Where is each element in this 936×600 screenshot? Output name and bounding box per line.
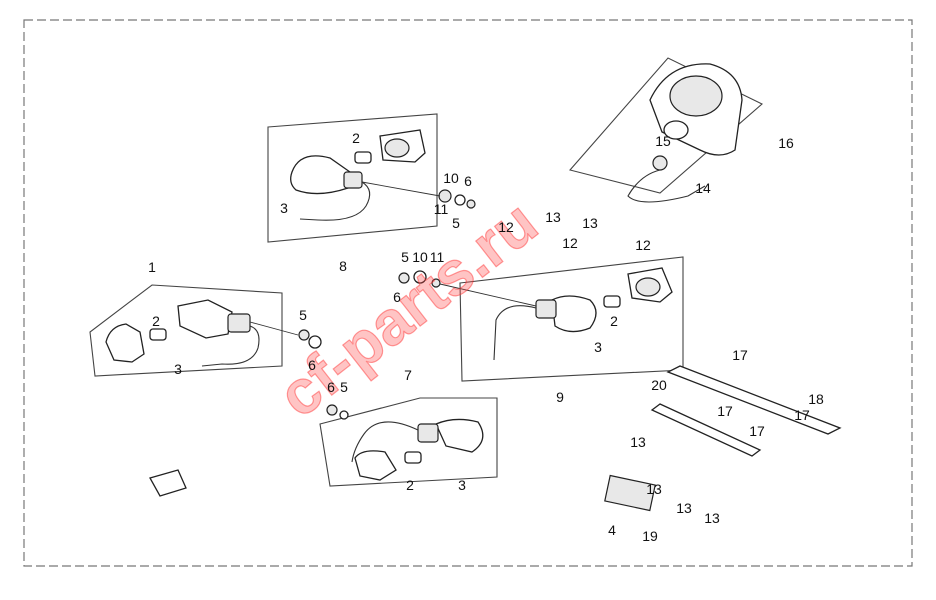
callout-2: 2 [152,313,160,329]
callout-13: 13 [646,481,662,497]
callout-17: 17 [749,423,765,439]
callout-3: 3 [280,200,288,216]
callout-13: 13 [704,510,720,526]
callout-5: 5 [340,379,348,395]
callout-16: 16 [778,135,794,151]
diagram-frame [23,19,913,567]
turn-signal-assembly-8 [290,129,476,221]
callout-9: 9 [556,389,564,405]
callout-13: 13 [582,215,598,231]
callout-6: 6 [464,173,472,189]
callout-2: 2 [352,130,360,146]
callout-7: 7 [404,367,412,383]
group-outline-16 [568,57,763,194]
callout-17: 17 [732,347,748,363]
callout-8: 8 [339,258,347,274]
callout-5: 5 [299,307,307,323]
group-outline-1 [89,284,283,377]
callout-1: 1 [148,259,156,275]
callout-2: 2 [610,313,618,329]
license-bracket-assembly [149,365,842,512]
group-outline-7 [319,397,498,487]
callout-17: 17 [794,407,810,423]
tail-light-assembly-16 [627,63,743,203]
callout-3: 3 [174,361,182,377]
callout-17: 17 [717,403,733,419]
callout-13: 13 [545,209,561,225]
callout-3: 3 [458,477,466,493]
callout-6: 6 [327,379,335,395]
callout-10: 10 [443,170,459,186]
callout-11: 11 [434,201,449,217]
callout-10: 10 [412,249,428,265]
callout-12: 12 [562,235,578,251]
callout-19: 19 [642,528,658,544]
callout-3: 3 [594,339,602,355]
callout-20: 20 [651,377,667,393]
callout-12: 12 [635,237,651,253]
callout-12: 12 [498,219,514,235]
callout-11: 11 [430,249,445,265]
callout-13: 13 [676,500,692,516]
turn-signal-assembly-9 [398,267,673,361]
group-outline-8 [267,113,438,243]
turn-signal-assembly-1 [105,299,322,367]
callout-6: 6 [308,357,316,373]
callout-2: 2 [406,477,414,493]
turn-signal-assembly-7 [326,404,484,481]
callout-18: 18 [808,391,824,407]
callout-15: 15 [655,133,671,149]
callout-6: 6 [393,289,401,305]
callout-13: 13 [630,434,646,450]
callout-14: 14 [695,180,711,196]
callout-5: 5 [452,215,460,231]
callout-4: 4 [608,522,616,538]
callout-5: 5 [401,249,409,265]
